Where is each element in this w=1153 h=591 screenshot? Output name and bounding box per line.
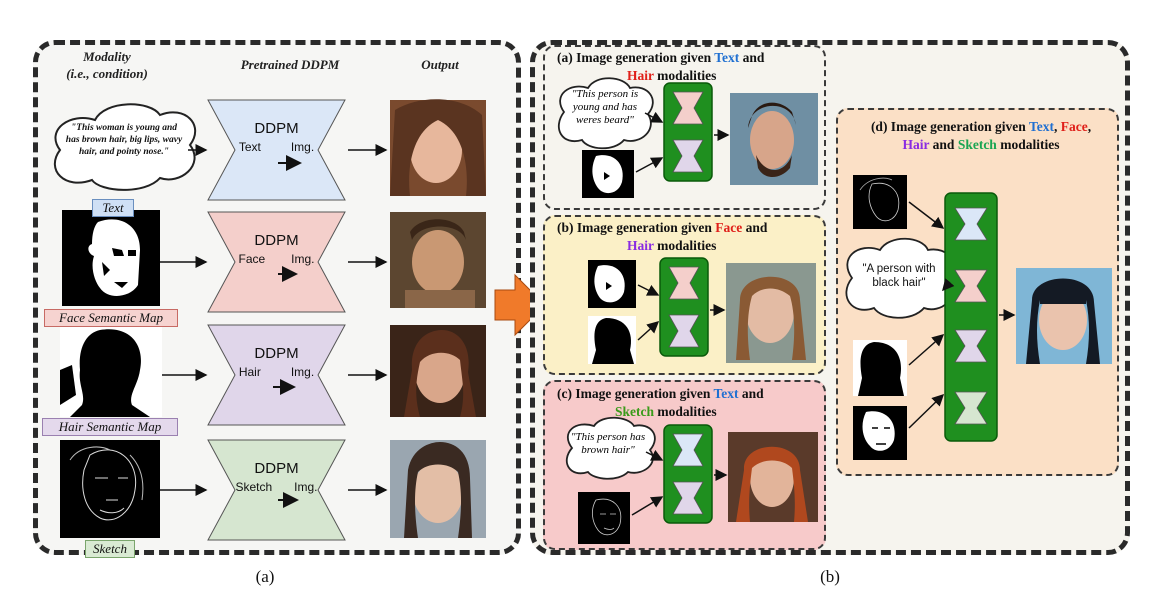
ddpm-label: DDPM bbox=[254, 120, 299, 137]
ddpm-bowtie-face bbox=[207, 211, 346, 313]
output-face-2 bbox=[390, 212, 486, 308]
network-sub-a bbox=[663, 82, 713, 182]
tag-sketch: Sketch bbox=[85, 540, 135, 558]
text-cloud-a bbox=[53, 103, 197, 191]
network-sub-b bbox=[659, 257, 709, 357]
output-face-sub-c bbox=[728, 432, 818, 522]
sub-title-d: (d) Image generation given Text, Face, H… bbox=[870, 119, 1092, 152]
tag-hair-semantic-map: Hair Semantic Map bbox=[42, 418, 178, 436]
network-sub-c bbox=[663, 424, 713, 524]
hair-semantic-map-a bbox=[60, 325, 162, 417]
sub-title-c: (c) Image generation given Text and Sket… bbox=[557, 386, 764, 419]
header-modality: Modality (i.e., condition) bbox=[66, 49, 148, 81]
output-face-4 bbox=[390, 440, 486, 538]
ddpm-label: DDPM bbox=[254, 232, 299, 249]
output-face-sub-d bbox=[1016, 268, 1112, 364]
header-ddpm: Pretrained DDPM bbox=[240, 57, 340, 72]
ddpm-bowtie-text bbox=[207, 99, 346, 201]
face-map-sub-a bbox=[582, 150, 634, 198]
sketch-sub-c bbox=[578, 492, 630, 544]
hair-map-sub-d bbox=[853, 340, 907, 396]
ddpm-bowtie-hair bbox=[207, 324, 346, 426]
sub-title-b: (b) Image generation given Face and Hair… bbox=[557, 220, 768, 253]
ddpm-bowtie-sketch bbox=[207, 439, 346, 541]
face-map-sub-d bbox=[853, 406, 907, 460]
output-face-1 bbox=[390, 99, 486, 196]
hair-map-sub-b bbox=[588, 316, 636, 364]
text-condition-a: "This woman is young and has brown hair,… bbox=[65, 123, 183, 157]
sketch-sub-d bbox=[853, 175, 907, 229]
output-face-sub-a bbox=[730, 93, 818, 185]
output-face-sub-b bbox=[726, 263, 816, 363]
network-sub-d bbox=[944, 192, 998, 442]
header-output: Output bbox=[421, 57, 459, 72]
ddpm-label: DDPM bbox=[254, 345, 299, 362]
tag-text: Text bbox=[92, 199, 134, 217]
output-face-3 bbox=[390, 325, 486, 417]
ddpm-label: DDPM bbox=[254, 460, 299, 477]
text-condition-sub-d: "A person with black hair" bbox=[862, 263, 936, 289]
tag-face-semantic-map: Face Semantic Map bbox=[44, 309, 178, 327]
text-condition-sub-c: "This person has brown hair" bbox=[570, 431, 646, 456]
sub-title-a: (a) Image generation given Text and Hair… bbox=[557, 50, 765, 83]
caption-b: (b) bbox=[820, 567, 840, 586]
text-condition-sub-a: "This person is young and has weres bear… bbox=[571, 88, 639, 126]
sketch-a bbox=[60, 440, 160, 538]
face-map-sub-b bbox=[588, 260, 636, 308]
face-semantic-map-a bbox=[62, 210, 160, 306]
caption-a: (a) bbox=[255, 567, 275, 586]
